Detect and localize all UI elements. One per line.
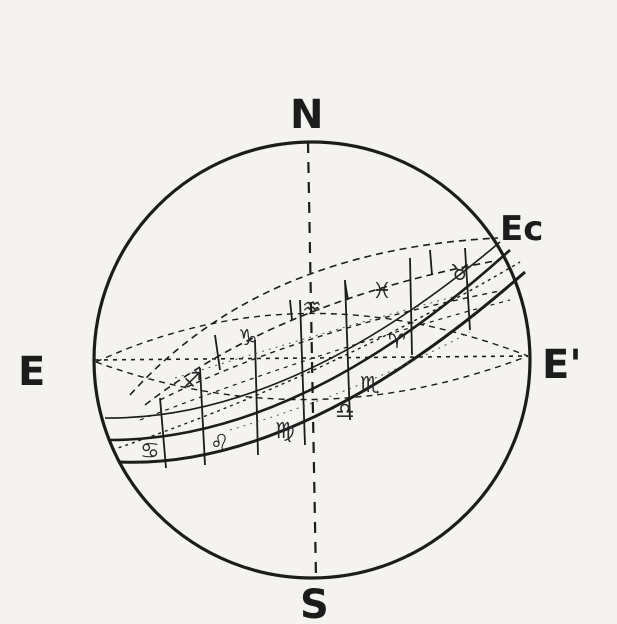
south-label: S (300, 582, 329, 624)
sign-dividers (160, 248, 470, 468)
zodiac-sign-upper-0: ♐ (182, 369, 202, 394)
zodiac-sign-lower-2: ♍ (275, 419, 295, 444)
zodiac-sign-lower-4: ♏ (360, 373, 380, 398)
zodiac-back-mid (160, 290, 505, 400)
zodiac-sign-upper-5: ♉ (450, 261, 470, 286)
east-right-label: E' (542, 342, 582, 388)
zodiac-sign-upper-2: ♒ (302, 295, 322, 320)
zodiac-sign-lower-0: ♋ (140, 439, 160, 464)
equator-ellipse-upper (96, 313, 528, 362)
east-left-label: E (18, 349, 45, 395)
zodiac-sign-upper-3: ♓ (372, 279, 392, 304)
zodiac-back-low (140, 300, 510, 420)
north-label: N (290, 92, 323, 138)
zodiac-sign-lower-1: ♌ (210, 431, 230, 456)
ecliptic-label: Ec (500, 209, 543, 249)
meridian-line (308, 142, 316, 578)
zodiac-sign-upper-4: ♈ (388, 329, 406, 353)
zodiac-sign-lower-3: ♎ (335, 399, 355, 424)
zodiac-sign-upper-1: ♑ (238, 326, 258, 351)
